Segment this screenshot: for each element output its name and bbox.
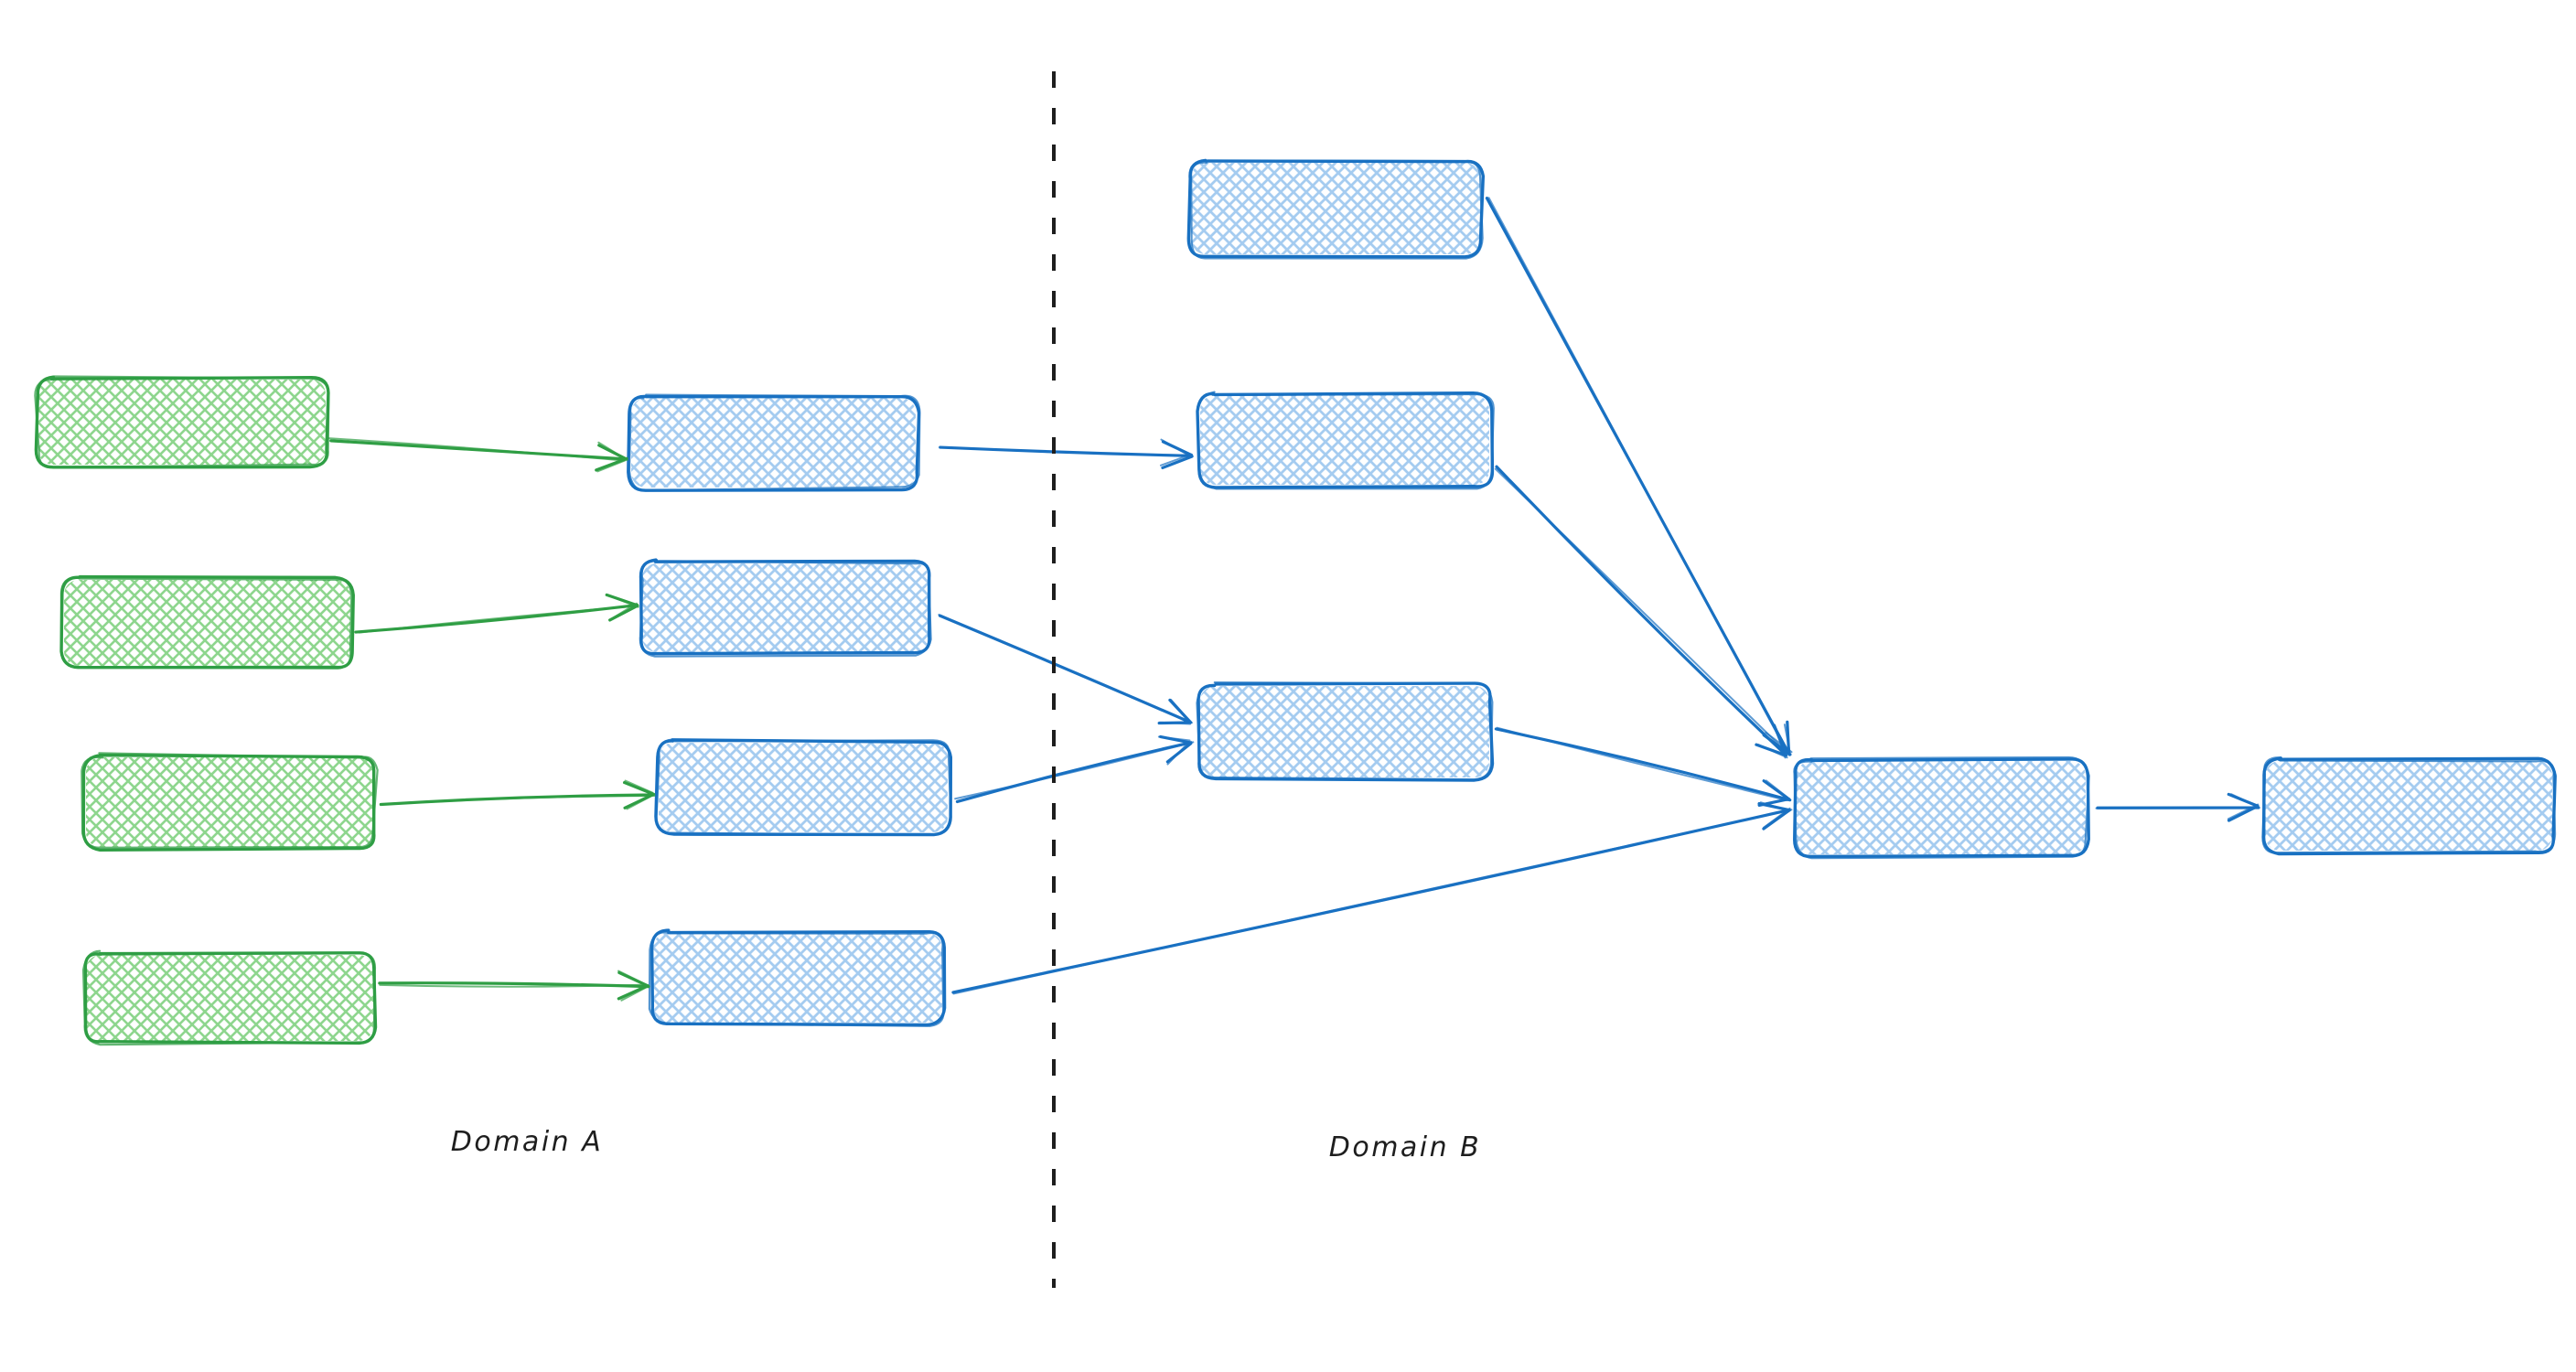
node-fill	[1200, 395, 1489, 485]
edge-arrowhead	[595, 456, 628, 472]
node-blue-b0[interactable]	[1186, 158, 1486, 260]
edge-arrowhead	[1170, 699, 1192, 724]
edge-bluehub-to-blueout[interactable]	[2095, 792, 2260, 822]
node-outline	[59, 576, 353, 670]
node-fill	[1191, 163, 1480, 254]
domain-a-label: Domain A	[451, 1126, 603, 1158]
edge-arrowhead	[1160, 438, 1193, 458]
edge-arrowhead	[2227, 803, 2259, 820]
node-green-3[interactable]	[80, 752, 379, 852]
node-blue-a1[interactable]	[627, 393, 921, 492]
edge-shaft	[1496, 726, 1788, 801]
edge-blueb2-to-bluehub[interactable]	[1494, 726, 1792, 807]
node-outline	[80, 752, 379, 849]
edge-bluea4-to-bluehub[interactable]	[951, 801, 1793, 995]
node-blue-b1[interactable]	[1196, 391, 1495, 490]
edge-shaft	[938, 614, 1193, 724]
edge-shaft	[358, 605, 638, 634]
node-outline	[1190, 159, 1484, 260]
node-outline	[648, 931, 945, 1027]
node-fill	[38, 380, 326, 465]
edge-arrowhead	[597, 441, 628, 461]
edge-shaft	[1494, 467, 1788, 755]
edge-arrowhead	[1763, 807, 1791, 829]
edge-bluea1-to-blueb1[interactable]	[939, 438, 1194, 470]
node-outline	[655, 738, 952, 836]
edge-bluea3-to-blueb2[interactable]	[954, 734, 1195, 804]
node-blue-a2[interactable]	[639, 558, 932, 658]
edge-arrowhead	[1161, 455, 1194, 470]
node-outline	[628, 393, 921, 492]
edge-green2-to-bluea2[interactable]	[354, 593, 639, 634]
node-fill	[64, 580, 350, 666]
edge-arrowhead	[1775, 727, 1787, 759]
edge-shaft	[952, 809, 1793, 995]
node-blue-a4[interactable]	[648, 928, 947, 1027]
node-blue-a3[interactable]	[654, 738, 953, 837]
edge-arrowhead	[608, 602, 638, 621]
node-fill	[659, 743, 948, 832]
node-blue-hub[interactable]	[1793, 756, 2090, 860]
edge-arrowhead	[626, 795, 652, 810]
node-green-4[interactable]	[81, 949, 378, 1046]
node-fill	[642, 563, 928, 652]
edge-green4-to-bluea4[interactable]	[378, 970, 650, 1002]
edge-arrowhead	[1783, 724, 1791, 755]
node-outline	[2261, 756, 2557, 854]
edge-arrowhead	[596, 459, 627, 473]
node-blue-b2[interactable]	[1196, 681, 1495, 782]
edge-arrowhead	[617, 970, 649, 987]
edge-arrowhead	[2227, 804, 2259, 822]
node-fill	[86, 757, 373, 847]
edge-arrowhead	[2229, 793, 2258, 807]
node-outline	[1793, 756, 2090, 860]
edge-arrowhead	[617, 984, 649, 1001]
edge-arrowhead	[608, 595, 639, 608]
edge-shaft	[381, 794, 656, 806]
node-fill	[1200, 686, 1489, 777]
node-outline	[81, 949, 376, 1046]
edge-green3-to-bluea3[interactable]	[379, 779, 656, 810]
node-green-1[interactable]	[34, 375, 330, 469]
edge-shaft	[327, 437, 625, 462]
edge-shaft	[939, 445, 1194, 456]
node-fill	[86, 955, 373, 1041]
edge-arrowhead	[624, 779, 654, 794]
node-fill	[653, 933, 942, 1023]
node-blue-out[interactable]	[2261, 756, 2557, 856]
edges-layer	[327, 197, 2260, 1002]
edge-arrowhead	[622, 780, 656, 796]
edge-shaft	[955, 741, 1193, 804]
edge-arrowhead	[1762, 808, 1792, 831]
edge-arrowhead	[1756, 744, 1788, 759]
edge-blueb1-to-bluehub[interactable]	[1494, 465, 1788, 759]
edge-bluea2-to-blueb2[interactable]	[938, 614, 1193, 725]
edge-blueb0-to-bluehub[interactable]	[1485, 197, 1793, 756]
node-outline	[34, 375, 330, 469]
node-outline	[1196, 681, 1494, 781]
edge-arrowhead	[1765, 779, 1789, 799]
edge-green1-to-bluea1[interactable]	[327, 437, 628, 473]
edge-arrowhead	[1166, 741, 1190, 766]
edge-arrowhead	[620, 985, 649, 1002]
edge-shaft	[379, 983, 648, 988]
node-fill	[631, 398, 916, 488]
node-outline	[59, 574, 355, 670]
edge-arrowhead	[1157, 735, 1191, 742]
node-outline	[1196, 391, 1495, 490]
domain-b-label: Domain B	[1329, 1131, 1482, 1163]
node-green-2[interactable]	[59, 574, 355, 670]
edge-arrowhead	[1158, 721, 1192, 725]
edge-shaft	[1487, 197, 1788, 755]
edge-arrowhead	[1759, 798, 1790, 806]
nodes-layer	[34, 158, 2557, 1046]
node-outline	[639, 558, 932, 658]
edge-shaft	[954, 741, 1195, 800]
node-outline	[81, 753, 376, 852]
edge-arrowhead	[1159, 453, 1193, 466]
node-fill	[2265, 761, 2552, 851]
node-fill	[1797, 761, 2086, 854]
